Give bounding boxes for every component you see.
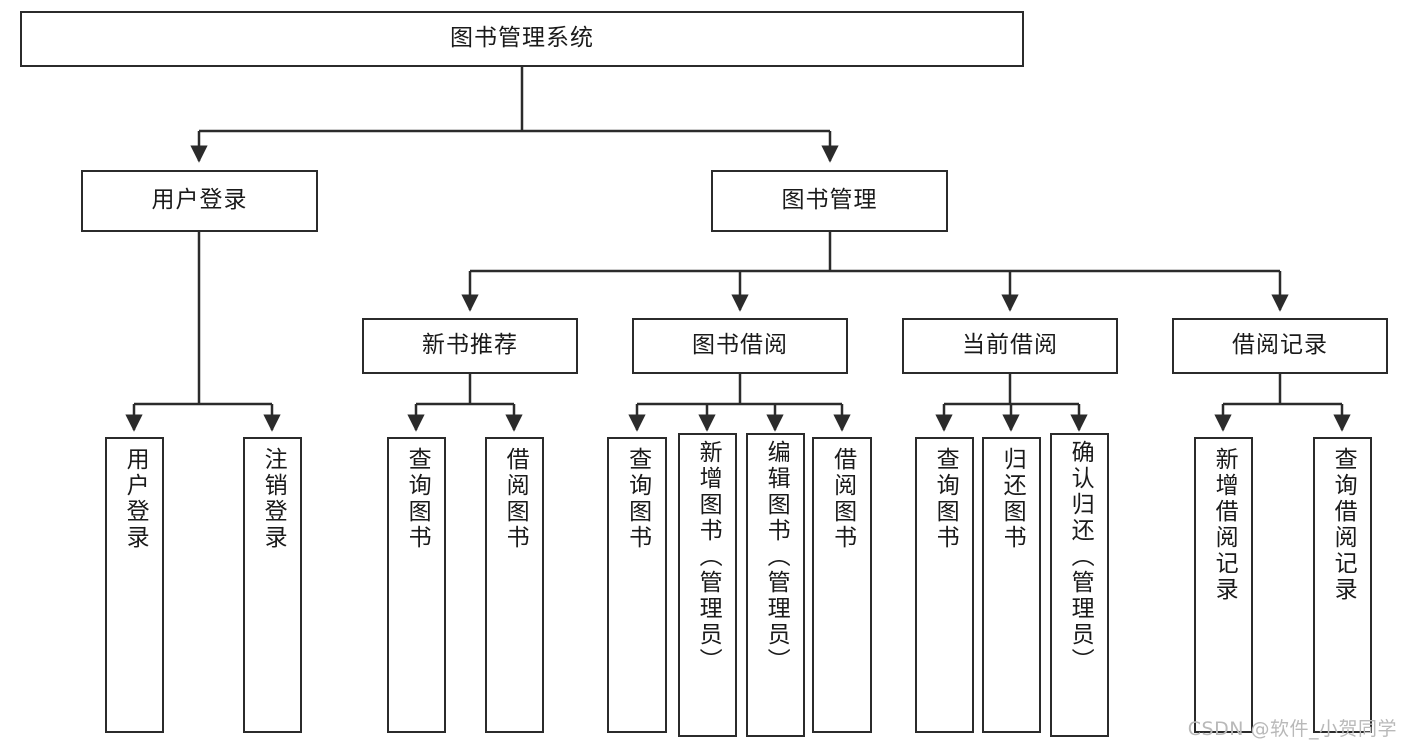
node-label: 图书借阅 [692,332,788,359]
node-label: 新增借阅记录 [1211,447,1238,603]
node-label: 查询图书 [404,447,431,551]
node-label: 用户登录 [151,187,248,214]
node-label: 确认归还（管理员） [1067,440,1094,674]
node-book-borrow[interactable]: 图书借阅 [632,318,848,374]
leaf-borrow-book-recommend[interactable]: 借阅图书 [485,437,544,733]
leaf-return-book[interactable]: 归还图书 [982,437,1041,733]
node-root-book-management-system[interactable]: 图书管理系统 [20,11,1024,67]
node-borrow-record[interactable]: 借阅记录 [1172,318,1388,374]
node-label: 用户登录 [122,447,149,551]
node-label: 借阅图书 [502,447,529,551]
node-new-book-recommend[interactable]: 新书推荐 [362,318,578,374]
node-label: 图书管理 [781,187,878,214]
node-label: 注销登录 [260,447,287,551]
node-user-login[interactable]: 用户登录 [81,170,318,232]
node-label: 借阅记录 [1232,332,1328,359]
node-label: 借阅图书 [829,447,856,551]
leaf-query-borrow-record[interactable]: 查询借阅记录 [1313,437,1372,733]
leaf-user-login[interactable]: 用户登录 [105,437,164,733]
leaf-query-book-current[interactable]: 查询图书 [915,437,974,733]
node-label: 新增图书（管理员） [695,440,722,674]
node-label: 当前借阅 [962,332,1058,359]
leaf-add-book-admin[interactable]: 新增图书（管理员） [678,433,737,737]
leaf-add-borrow-record[interactable]: 新增借阅记录 [1194,437,1253,733]
leaf-query-book-recommend[interactable]: 查询图书 [387,437,446,733]
node-current-borrow[interactable]: 当前借阅 [902,318,1118,374]
node-label: 归还图书 [999,447,1026,551]
leaf-edit-book-admin[interactable]: 编辑图书（管理员） [746,433,805,737]
leaf-logout[interactable]: 注销登录 [243,437,302,733]
node-label: 查询图书 [624,447,651,551]
node-label: 图书管理系统 [450,25,594,52]
node-label: 编辑图书（管理员） [763,440,790,674]
node-label: 新书推荐 [422,332,518,359]
node-label: 查询图书 [932,447,959,551]
leaf-borrow-book[interactable]: 借阅图书 [812,437,872,733]
node-book-management[interactable]: 图书管理 [711,170,948,232]
leaf-confirm-return-admin[interactable]: 确认归还（管理员） [1050,433,1109,737]
csdn-watermark: CSDN @软件_小贺同学 [1187,718,1397,740]
node-label: 查询借阅记录 [1330,447,1357,603]
leaf-query-book-borrow[interactable]: 查询图书 [607,437,667,733]
